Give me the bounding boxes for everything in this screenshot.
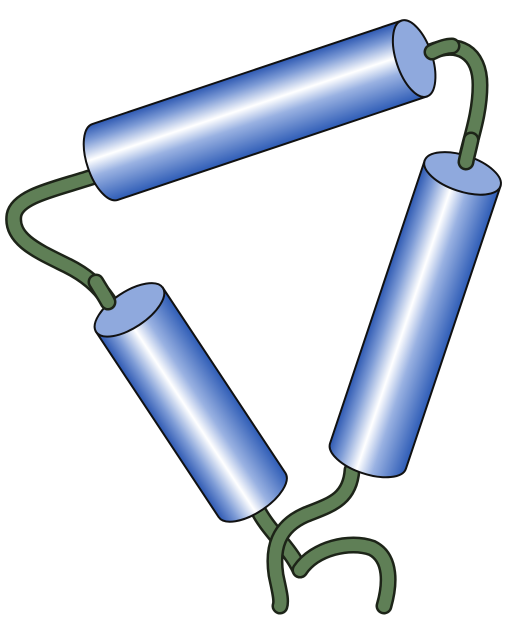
- helix-top: [75, 15, 444, 206]
- helix-right: [324, 144, 506, 486]
- helix-left: [86, 273, 295, 532]
